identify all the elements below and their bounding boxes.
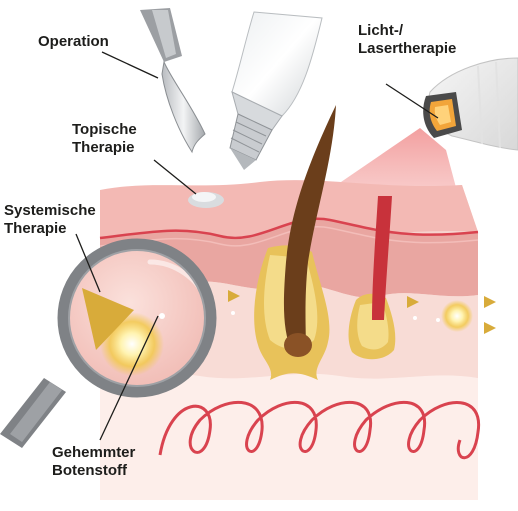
ointment-tube-icon	[230, 12, 322, 170]
laser-device-icon	[423, 58, 518, 150]
light-laser-therapy-label: Licht-/ Lasertherapie	[358, 22, 456, 58]
inhibited-messenger-label: Gehemmter Botenstoff	[52, 444, 135, 480]
topical-therapy-label: Topische Therapie	[72, 121, 137, 157]
signal-molecule	[484, 296, 496, 308]
systemic-therapy-label: Systemische Therapie	[4, 202, 96, 238]
signal-molecule	[484, 322, 496, 334]
inhibited-messenger-glow	[441, 300, 473, 332]
scalpel-icon	[140, 8, 205, 152]
operation-label: Operation	[38, 33, 109, 51]
